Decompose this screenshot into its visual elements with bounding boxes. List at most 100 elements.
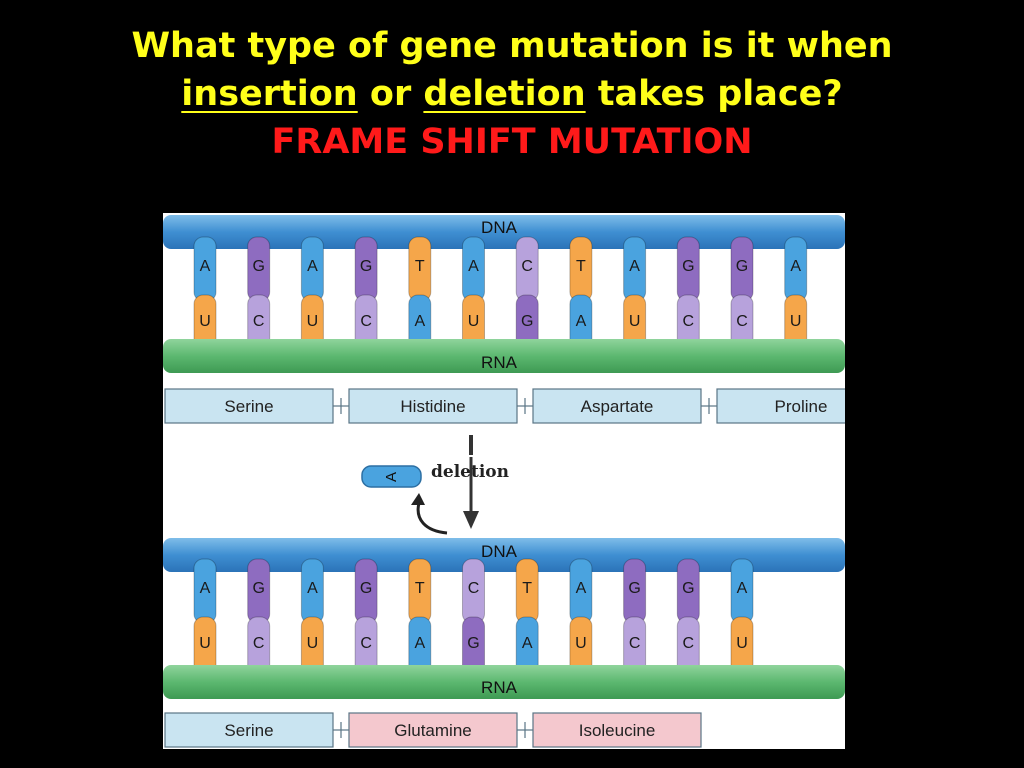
rna-base-letter: U: [790, 313, 802, 330]
rna-base-letter: U: [307, 313, 319, 330]
or-word: or: [369, 74, 412, 114]
base-pair: AU: [193, 558, 217, 676]
dna-base-letter: A: [307, 580, 318, 597]
dna-strand-top: [163, 215, 845, 249]
amino-acid-label: Aspartate: [581, 397, 654, 416]
rna-base-letter: A: [576, 313, 587, 330]
base-pair: AU: [300, 558, 324, 676]
rna-base-letter: A: [414, 635, 425, 652]
base-pair: GC: [676, 236, 700, 354]
amino-acid-label: Histidine: [400, 397, 465, 416]
base-pair: TA: [408, 236, 432, 354]
base-pair: AU: [569, 558, 593, 676]
dna-base-letter: G: [628, 580, 640, 597]
amino-acid-rect: [532, 712, 702, 748]
question-end: takes place?: [597, 74, 843, 114]
deleted-base-capsule: [361, 465, 422, 488]
dna-base-letter: C: [521, 258, 533, 275]
rna-base-letter: U: [629, 313, 641, 330]
rna-base-letter: U: [307, 635, 319, 652]
rna-base-letter: U: [736, 635, 748, 652]
deletion-line: [469, 435, 473, 455]
amino-acid-rect: [348, 388, 518, 424]
deletion-word: deletion: [423, 74, 586, 114]
dna-base-letter: A: [307, 258, 318, 275]
dna-base-letter: A: [468, 258, 479, 275]
rna-base-letter: U: [199, 313, 211, 330]
amino-acid-box: Histidine: [348, 388, 533, 424]
dna-base-letter: G: [682, 258, 694, 275]
base-pair: CG: [462, 558, 485, 676]
rna-base-letter: C: [360, 313, 372, 330]
down-arrow-head: [463, 511, 479, 529]
rna-base-letter: G: [467, 635, 479, 652]
amino-acid-box: Isoleucine: [532, 712, 702, 748]
dna-label-bottom: DNA: [481, 542, 518, 561]
rna-base-letter: U: [199, 635, 211, 652]
rna-strand-top: [163, 339, 845, 373]
amino-acid-box: Serine: [164, 712, 349, 748]
rna-base-letter: A: [414, 313, 425, 330]
question-line-2: insertion or deletion takes place?: [0, 70, 1024, 118]
base-pair: TA: [515, 558, 539, 676]
base-pair: GC: [354, 236, 378, 354]
question-line-1: What type of gene mutation is it when: [131, 26, 893, 66]
dna-base-letter: C: [468, 580, 480, 597]
rna-base-letter: C: [736, 313, 748, 330]
curved-arrow-path: [416, 502, 448, 535]
amino-acid-rect: [532, 388, 702, 424]
dna-base-letter: A: [576, 580, 587, 597]
amino-acid-label: Serine: [224, 721, 273, 740]
rna-base-letter: C: [629, 635, 641, 652]
amino-acid-box: Serine: [164, 388, 349, 424]
bottom-amino-acid-chain: Serine Glutamine Isoleucine: [164, 712, 702, 748]
rna-label-top: RNA: [481, 353, 518, 372]
rna-base-letter: G: [521, 313, 533, 330]
dna-base-letter: A: [790, 258, 801, 275]
dna-base-letter: G: [252, 258, 264, 275]
amino-acid-label: Serine: [224, 397, 273, 416]
rna-base-letter: C: [360, 635, 372, 652]
amino-acid-label: Glutamine: [394, 721, 471, 740]
dna-base-letter: T: [576, 258, 586, 275]
amino-acid-rect: [164, 712, 334, 748]
base-pair: GC: [354, 558, 378, 676]
base-pair: AU: [193, 236, 217, 354]
base-pair: TA: [408, 558, 432, 676]
rna-base-letter: U: [468, 313, 480, 330]
rna-base-letter: C: [683, 635, 695, 652]
base-pair: AU: [623, 236, 647, 354]
dna-label-top: DNA: [481, 218, 518, 237]
amino-acid-label: Proline: [775, 397, 828, 416]
amino-acid-rect: [164, 388, 334, 424]
dna-base-letter: T: [415, 258, 425, 275]
rna-strand-bottom: [163, 665, 845, 699]
dna-base-letter: G: [360, 258, 372, 275]
base-pair: AU: [784, 236, 808, 354]
rna-base-letter: C: [683, 313, 695, 330]
base-pair: GC: [676, 558, 700, 676]
amino-acid-rect: [348, 712, 518, 748]
amino-acid-label: Isoleucine: [579, 721, 656, 740]
deleted-base-letter: A: [383, 472, 400, 482]
rna-base-letter: A: [522, 635, 533, 652]
base-pair: AU: [300, 236, 324, 354]
dna-base-letter: A: [737, 580, 748, 597]
curved-arrow-head: [411, 493, 425, 505]
dna-base-letter: A: [629, 258, 640, 275]
rna-base-letter: C: [253, 313, 265, 330]
dna-base-letter: A: [200, 258, 211, 275]
rna-base-letter: C: [253, 635, 265, 652]
rna-base-letter: U: [575, 635, 587, 652]
dna-base-letter: T: [522, 580, 532, 597]
dna-base-letter: G: [360, 580, 372, 597]
amino-acid-box: Glutamine: [348, 712, 533, 748]
slide-title: What type of gene mutation is it when in…: [0, 22, 1024, 166]
dna-base-letter: T: [415, 580, 425, 597]
insertion-word: insertion: [181, 74, 358, 114]
base-pair: CG: [515, 236, 539, 354]
